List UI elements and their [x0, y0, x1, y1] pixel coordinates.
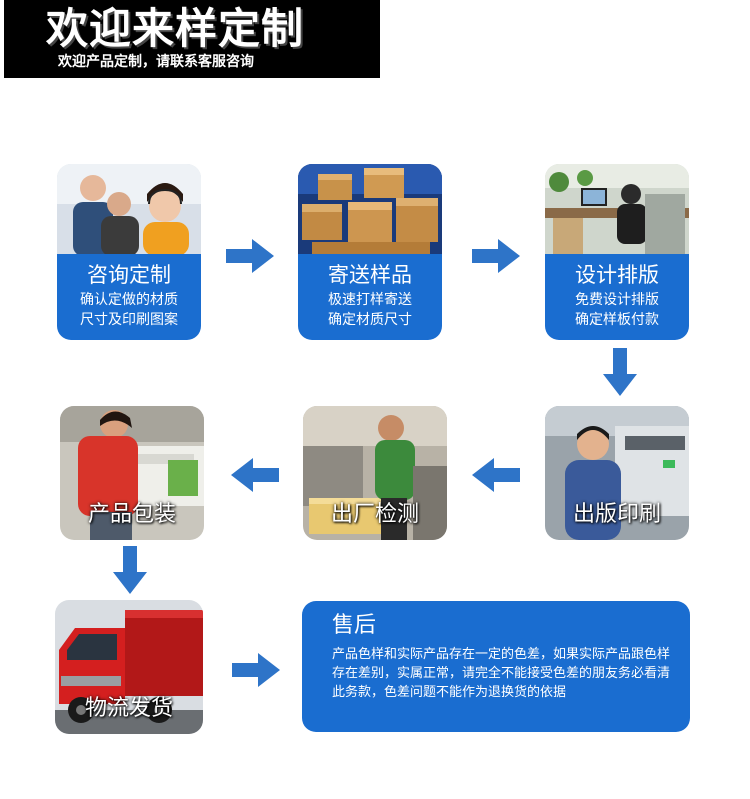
step-caption: 产品包装: [87, 502, 176, 527]
header-banner: 欢迎来样定制 欢迎产品定制，请联系客服咨询: [4, 0, 380, 78]
arrow-right-icon: [232, 653, 280, 687]
step-caption: 出版印刷: [572, 502, 661, 527]
step-title: 寄送样品: [328, 263, 412, 287]
step-desc-line1: 免费设计排版: [575, 292, 659, 308]
arrow-down-icon: [113, 546, 147, 594]
step-card-send-sample[interactable]: 寄送样品 极速打样寄送 确定材质尺寸: [298, 164, 442, 340]
step-card-design[interactable]: 设计排版 免费设计排版 确定样板付款: [545, 164, 689, 340]
step-title: 设计排版: [575, 263, 659, 287]
step-title: 咨询定制: [87, 263, 171, 287]
step-desc-line2: 尺寸及印刷图案: [80, 312, 178, 328]
step-caption: 出厂检测: [330, 502, 419, 527]
step-caption: 物流发货: [84, 696, 173, 721]
step-panel: 设计排版 免费设计排版 确定样板付款: [545, 254, 689, 340]
arrow-left-icon: [231, 458, 279, 492]
arrow-down-icon: [603, 348, 637, 396]
after-sales-box: 售后 产品色样和实际产品存在一定的色差，如果实际产品跟色样存在差别，实属正常，请…: [302, 601, 690, 732]
cardboard-boxes-photo: [298, 164, 442, 256]
arrow-right-icon: [472, 239, 520, 273]
step-card-inspection[interactable]: 出厂检测: [303, 406, 447, 540]
step-desc-line2: 确定材质尺寸: [328, 312, 412, 328]
arrow-left-icon: [472, 458, 520, 492]
banner-title: 欢迎来样定制: [46, 4, 305, 53]
after-sales-body: 产品色样和实际产品存在一定的色差，如果实际产品跟色样存在差别，实属正常，请完全不…: [332, 647, 671, 700]
printing-machine-photo: [545, 406, 689, 540]
after-sales-title: 售后: [332, 613, 377, 638]
delivery-truck-photo: [55, 600, 203, 734]
arrow-right-icon: [226, 239, 274, 273]
step-card-consult[interactable]: 咨询定制 确认定做的材质 尺寸及印刷图案: [57, 164, 201, 340]
office-design-photo: [545, 164, 689, 256]
step-desc-line2: 确定样板付款: [575, 312, 659, 328]
banner-subtitle: 欢迎产品定制，请联系客服咨询: [58, 54, 254, 70]
step-desc-line1: 确认定做的材质: [80, 292, 178, 308]
step-panel: 咨询定制 确认定做的材质 尺寸及印刷图案: [57, 254, 201, 340]
step-panel: 寄送样品 极速打样寄送 确定材质尺寸: [298, 254, 442, 340]
step-card-printing[interactable]: 出版印刷: [545, 406, 689, 540]
packaging-photo: [60, 406, 204, 540]
step-card-shipping[interactable]: 物流发货: [55, 600, 203, 734]
factory-inspection-photo: [303, 406, 447, 540]
step-desc-line1: 极速打样寄送: [328, 292, 412, 308]
step-card-packaging[interactable]: 产品包装: [60, 406, 204, 540]
customer-service-photo: [57, 164, 201, 256]
